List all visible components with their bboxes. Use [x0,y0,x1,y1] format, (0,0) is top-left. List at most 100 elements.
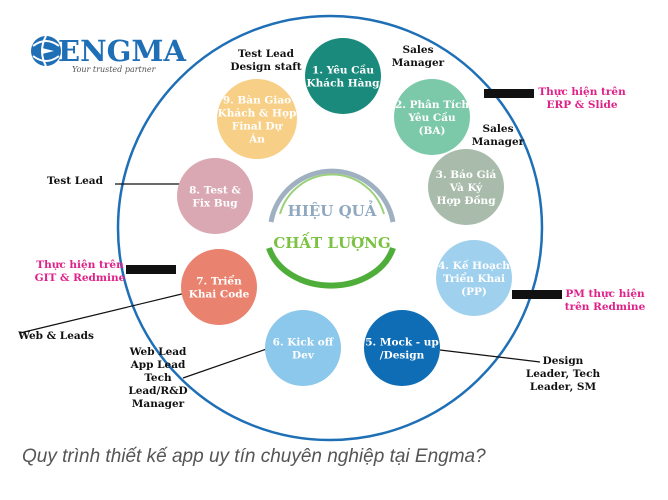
step-label-line: /Design [380,350,425,362]
connector-line [182,344,279,379]
role-sales-manager-2-line: Manager [472,136,525,148]
role-test-lead: Test Lead [47,175,104,187]
step-label-line: Án [248,132,265,146]
role-sales-manager-1-line: Sales [403,44,434,56]
center-arc-grey [268,168,396,223]
step-label-line: 4. Kế Hoạch [438,259,510,272]
step-label-line: 1. Yêu Cầu [312,64,374,77]
step-label-line: 2. Phân Tích [395,99,469,111]
step-circle [428,149,504,225]
connector-line [439,349,541,363]
connector-lines [19,183,541,379]
step-circle [177,158,253,234]
note-erp-line: Thực hiện trên [538,85,626,98]
step-label-line: Khai Code [189,289,250,301]
step-circle [436,240,512,316]
center-arc-green [266,247,396,289]
role-web-lead-group-line: App Lead [130,359,186,371]
note-pm-line: trên Redmine [565,301,646,313]
figure-caption: Quy trình thiết kế app uy tín chuyên ngh… [22,446,486,467]
note-bar [512,290,562,299]
step-label-line: Hợp Đồng [436,194,496,207]
step-label-line: (PP) [461,286,487,298]
step-label-line: Dev [292,350,315,362]
step-label-line: 3. Báo Giá [436,169,497,181]
step-label-line: Và Ký [449,181,483,194]
step-circle [305,38,381,114]
step-label-line: 5. Mock - up [365,337,439,349]
note-bars [126,89,562,299]
step-label-line: Khách Hàng [307,78,381,90]
step-label-line: Triển Khai [443,271,505,285]
step-circle [364,310,440,386]
role-test-lead-line: Test Lead [47,175,104,187]
logo-tagline: Your trusted partner [72,65,157,74]
step-label: 8. Test &Fix Bug [189,185,241,210]
note-git-line: Thực hiện trên [36,258,124,271]
note-bar [484,89,534,98]
step-label-line: Final Dự [232,121,284,133]
role-test-lead-design-line: Test Lead [238,48,295,60]
step-circle [265,310,341,386]
role-web-lead-group-line: Lead/R&D [128,385,187,397]
note-pm-line: PM thực hiện [565,287,645,300]
step-circle [217,79,297,159]
role-sales-manager-2-line: Sales [483,123,514,135]
role-web-lead-group-line: Web Lead [129,346,187,358]
step-label: 5. Mock - up/Design [365,337,439,362]
center-title-1: HIỆU QUẢ [288,200,377,220]
role-design-group-line: Leader, Tech [526,368,601,380]
role-sales-manager-1-line: Manager [392,57,445,69]
note-erp-line: ERP & Slide [547,99,618,111]
role-web-leads: Web & Leads [17,330,94,342]
globe-icon [31,35,61,67]
step-label-line: 9. Bàn Giao [223,95,291,107]
step-label-line: 7. Triển [196,274,242,288]
role-design-group-line: Design [543,355,584,367]
step-circle [181,249,257,325]
center-arc-green-top [279,173,385,215]
engma-logo: ENGMA Your trusted partner [31,34,186,74]
step-label-line: 6. Kick off [273,337,335,349]
step-label-line: (BA) [419,125,446,137]
connector-line [19,291,191,334]
note-bar [126,265,176,274]
role-design-group-line: Leader, SM [530,381,597,393]
center-title-2: CHẤT LƯỢNG [273,232,390,252]
role-test-lead-design-line: Design staft [230,61,301,73]
center-emblem: HIỆU QUẢ CHẤT LƯỢNG [266,168,396,289]
role-web-lead-group-line: Tech [144,372,172,384]
step-label-line: Yêu Cầu [407,111,456,124]
step-circle [394,79,470,155]
role-web-leads-line: Web & Leads [17,330,94,342]
step-label-line: 8. Test & [189,185,241,197]
role-web-lead-group-line: Manager [132,398,185,410]
logo-name: ENGMA [58,34,186,68]
